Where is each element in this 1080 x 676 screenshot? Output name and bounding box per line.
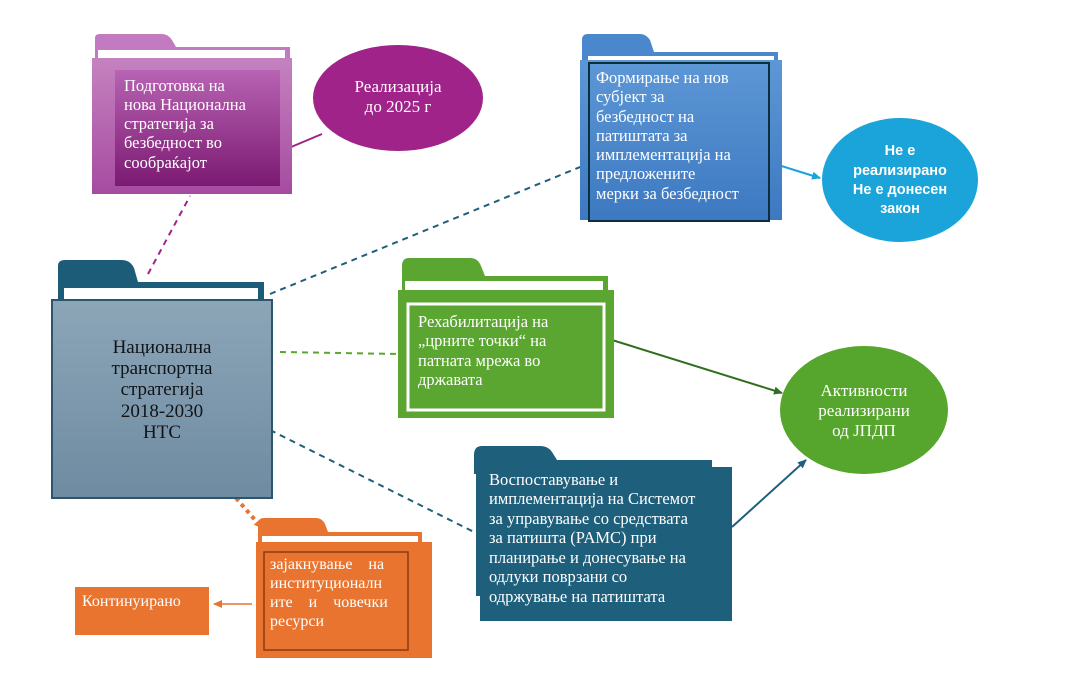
connector-nts-strategy [147,195,191,275]
label-realization-2025: Реализација до 2025 г [354,77,442,116]
connector-nts-institutional [234,496,264,530]
folder-new-subject [580,34,782,222]
arrow-black-spots-activities [611,339,783,395]
label-new-subject: Формирање на нов субјект за безбедност н… [596,68,739,203]
folder-pams [474,446,732,621]
label-black-spots: Рехабилитација на „црните точки“ на патн… [418,312,549,390]
connector-nts-new-subject [269,164,586,295]
label-continuous: Континуирано [82,593,181,610]
ellipse-not-realized [822,118,978,242]
label-institutional: зајакнување на институционалн ите и чове… [270,556,388,630]
folder-nts [51,260,273,499]
ellipse-activities-realized [780,346,948,474]
folder-strategy [92,34,292,194]
label-strategy: Подготовка на нова Национална стратегија… [124,76,246,172]
folder-black-spots [398,258,614,418]
connector-nts-black-spots [279,351,401,355]
ellipse-realization-2025 [313,45,483,151]
box-continuous [75,587,209,635]
folder-institutional [256,518,432,658]
label-not-realized: Не е реализирано Не е донесен закон [852,143,948,218]
label-nts: Национална транспортна стратегија 2018-2… [111,336,213,443]
arrow-new-subject-not-realized [774,163,821,180]
label-pams: Воспоставување и имплементација на Систе… [489,470,696,606]
label-activities-realized: Активности реализирани од ЈПДП [818,381,910,440]
arrow-pams-activities [731,459,807,528]
